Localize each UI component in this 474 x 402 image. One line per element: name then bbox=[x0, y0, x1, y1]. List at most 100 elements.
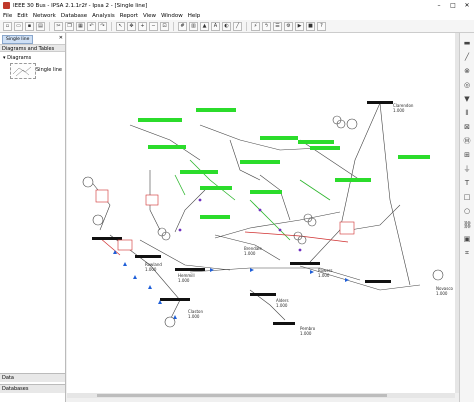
bus-value-brendale: 1.000 bbox=[244, 251, 256, 256]
bus-label-hemmill: Hemmill bbox=[178, 273, 195, 278]
save-icon[interactable]: ▪ bbox=[25, 21, 34, 31]
maximize-icon[interactable]: □ bbox=[450, 2, 456, 9]
toolbar-divider bbox=[111, 21, 112, 31]
single-line-thumbnail[interactable] bbox=[10, 63, 36, 79]
table-icon[interactable]: ▥ bbox=[189, 21, 198, 31]
filter-tool-icon[interactable]: ⊞ bbox=[464, 151, 470, 159]
label-tool-icon[interactable]: ⌗ bbox=[465, 249, 469, 257]
link-tool-icon[interactable]: ⛓ bbox=[463, 221, 472, 229]
green-busbars bbox=[138, 108, 430, 219]
breaker-tool-icon[interactable]: ⊠ bbox=[464, 123, 470, 131]
zoom-out-icon[interactable]: − bbox=[149, 21, 158, 31]
tree-diagrams[interactable]: ▾ Diagrams bbox=[3, 55, 31, 61]
group-tool-icon[interactable]: ▣ bbox=[463, 235, 471, 243]
paste-icon[interactable]: ▦ bbox=[76, 21, 85, 31]
cut-icon[interactable]: ✂ bbox=[54, 21, 63, 31]
grid-icon[interactable]: # bbox=[178, 21, 187, 31]
panel-tab-data[interactable]: Data bbox=[0, 373, 65, 382]
zoom-in-icon[interactable]: + bbox=[138, 21, 147, 31]
text-icon[interactable]: A bbox=[211, 21, 220, 31]
settings-icon[interactable]: ⚙ bbox=[284, 21, 293, 31]
loaded-lines bbox=[99, 231, 349, 256]
panel-tab-databases[interactable]: Databases bbox=[0, 384, 65, 393]
load-tool-icon[interactable]: ▼ bbox=[464, 95, 470, 103]
toolbar: ▫ ▭ ▪ ▤ ✂ ❐ ▦ ↶ ↷ ↖ ✥ + − ⊡ # ▥ ▲ A ◐ ╱ … bbox=[0, 20, 474, 33]
transformer-tool-icon[interactable]: ⊗ bbox=[464, 67, 470, 75]
bus-label-clarendon: Clarendon bbox=[393, 103, 414, 108]
menu-help[interactable]: Help bbox=[187, 12, 201, 19]
energized-lines bbox=[174, 159, 331, 241]
toolbar-divider bbox=[246, 21, 247, 31]
panel-tab-single-line[interactable]: Single line bbox=[2, 35, 34, 44]
load-flow-icon[interactable]: ⚡ bbox=[251, 21, 260, 31]
text-tool-icon[interactable]: T bbox=[464, 179, 470, 187]
close-icon[interactable]: ✕ bbox=[464, 2, 470, 9]
generators bbox=[82, 118, 444, 328]
menu-edit[interactable]: Edit bbox=[17, 12, 28, 19]
vertical-scrollbar[interactable] bbox=[455, 33, 459, 393]
bus-value-hemmill: 1.000 bbox=[178, 278, 190, 283]
bus-label-rowers: Rowers bbox=[318, 268, 333, 273]
run-icon[interactable]: ▶ bbox=[295, 21, 304, 31]
bus-label-alders: Alders bbox=[276, 298, 289, 303]
close-icon[interactable]: ✕ bbox=[58, 35, 63, 41]
bus-value-clarendon: 1.000 bbox=[393, 108, 405, 113]
purple-markers bbox=[178, 198, 302, 252]
horizontal-scrollbar[interactable] bbox=[67, 393, 455, 398]
pan-icon[interactable]: ✥ bbox=[127, 21, 136, 31]
bus-label-rowland: Rowland bbox=[145, 262, 162, 267]
motor-tool-icon[interactable]: Ⓜ bbox=[463, 137, 471, 145]
bus-labels: Clarendon 1.000 Hemmill 1.000 Rowland 1.… bbox=[145, 103, 454, 336]
select-icon[interactable]: ↖ bbox=[116, 21, 125, 31]
tree-diagrams-label: Diagrams bbox=[7, 55, 32, 61]
help-icon[interactable]: ? bbox=[317, 21, 326, 31]
panel-header: Diagrams and Tables bbox=[0, 44, 65, 52]
copy-icon[interactable]: ❐ bbox=[65, 21, 74, 31]
menu-view[interactable]: View bbox=[143, 12, 157, 19]
bus-value-alders: 1.000 bbox=[276, 303, 288, 308]
redo-icon[interactable]: ↷ bbox=[98, 21, 107, 31]
horizontal-scroll-thumb[interactable] bbox=[97, 394, 387, 397]
rectangle-tool-icon[interactable]: □ bbox=[463, 193, 471, 201]
capacitor-tool-icon[interactable]: ⫴ bbox=[465, 109, 469, 117]
transformers bbox=[157, 115, 346, 245]
toolbar-divider bbox=[49, 21, 50, 31]
menu-analysis[interactable]: Analysis bbox=[92, 12, 115, 19]
bus-value-novasco: 1.000 bbox=[436, 291, 448, 296]
menu-window[interactable]: Window bbox=[161, 12, 183, 19]
undo-icon[interactable]: ↶ bbox=[87, 21, 96, 31]
ground-tool-icon[interactable]: ⏚ bbox=[463, 165, 471, 173]
minimize-icon[interactable]: – bbox=[437, 2, 441, 9]
component-palette: ▬ ╱ ⊗ ◎ ▼ ⫴ ⊠ Ⓜ ⊞ ⏚ T □ ○ ⛓ ▣ ⌗ bbox=[459, 33, 474, 402]
collapse-icon[interactable]: ▾ bbox=[3, 55, 6, 61]
report-icon[interactable]: ☰ bbox=[273, 21, 282, 31]
single-line-canvas[interactable]: Clarendon 1.000 Hemmill 1.000 Rowland 1.… bbox=[67, 33, 455, 393]
new-icon[interactable]: ▫ bbox=[3, 21, 12, 31]
thumbnail-label: Single line bbox=[36, 67, 62, 73]
color-icon[interactable]: ◐ bbox=[222, 21, 231, 31]
line-icon[interactable]: ╱ bbox=[233, 21, 242, 31]
generator-tool-icon[interactable]: ◎ bbox=[463, 81, 471, 89]
menu-file[interactable]: File bbox=[3, 12, 13, 19]
ellipse-tool-icon[interactable]: ○ bbox=[463, 207, 471, 215]
menu-network[interactable]: Network bbox=[32, 12, 56, 19]
highlight-boxes bbox=[95, 189, 355, 251]
menu-database[interactable]: Database bbox=[60, 12, 88, 19]
diagrams-panel: Single line ✕ Diagrams and Tables ▾ Diag… bbox=[0, 33, 66, 402]
bus-value-pembro: 1.000 bbox=[300, 331, 312, 336]
window-title: IEEE 30 Bus - IPSA 2.1.1r2f - Ipsa 2 - [… bbox=[13, 2, 148, 9]
bus-value-claston: 1.000 bbox=[188, 314, 200, 319]
chart-icon[interactable]: ▲ bbox=[200, 21, 209, 31]
busbar-tool-icon[interactable]: ▬ bbox=[463, 39, 471, 47]
thumbnail-diagram bbox=[12, 66, 32, 77]
print-icon[interactable]: ▤ bbox=[36, 21, 45, 31]
bus-label-pembro: Pembro bbox=[300, 326, 316, 331]
menu-bar: File Edit Network Database Analysis Repo… bbox=[0, 11, 474, 20]
single-line-diagram: Clarendon 1.000 Hemmill 1.000 Rowland 1.… bbox=[82, 101, 454, 336]
fault-icon[interactable]: ϟ bbox=[262, 21, 271, 31]
zoom-fit-icon[interactable]: ⊡ bbox=[160, 21, 169, 31]
open-icon[interactable]: ▭ bbox=[14, 21, 23, 31]
menu-report[interactable]: Report bbox=[119, 12, 138, 19]
line-tool-icon[interactable]: ╱ bbox=[464, 53, 470, 61]
stop-icon[interactable]: ■ bbox=[306, 21, 315, 31]
